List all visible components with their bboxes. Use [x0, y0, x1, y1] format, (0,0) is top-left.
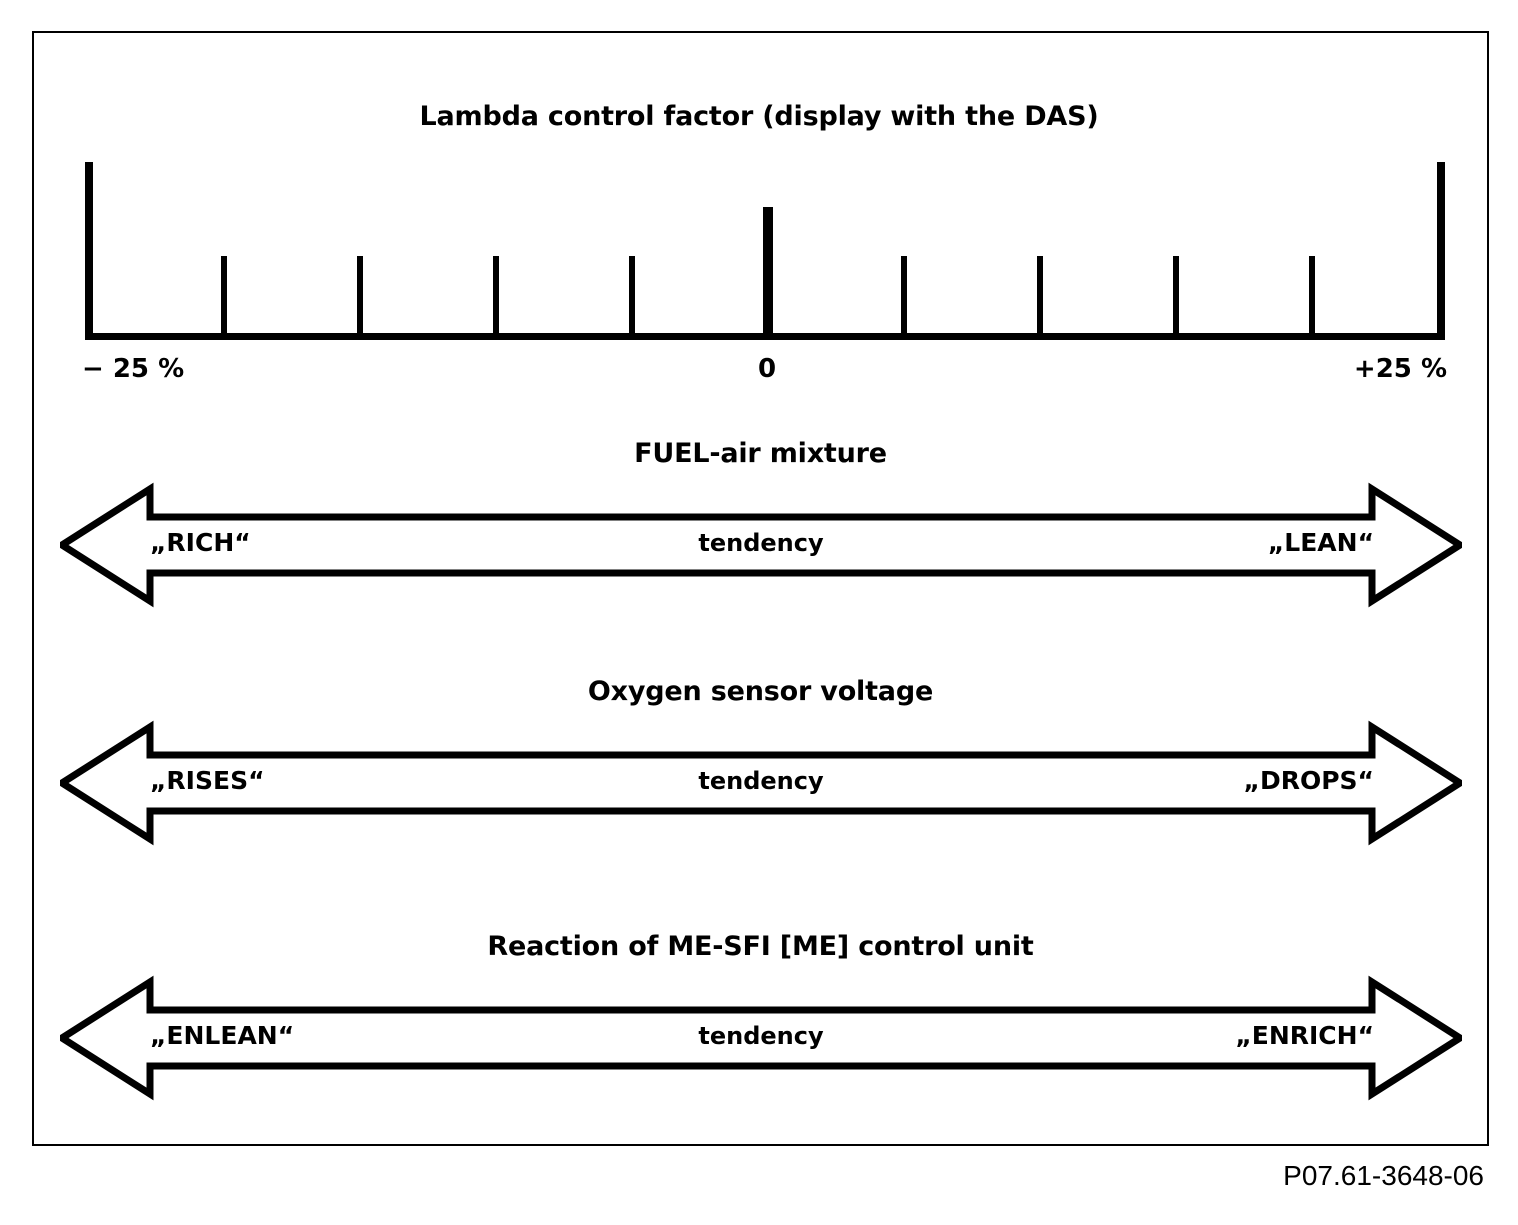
- label-fuel-left: „RICH“: [150, 528, 251, 557]
- scale-tick-9: [1309, 256, 1315, 340]
- label-oxygen-center: tendency: [698, 767, 824, 795]
- label-fuel-center: tendency: [698, 529, 824, 557]
- double-arrow-oxygen: „RISES“ tendency „DROPS“: [60, 717, 1462, 850]
- scale-tick-2: [357, 256, 363, 340]
- scale-tick-4: [629, 256, 635, 340]
- scale-label-min: − 25 %: [82, 354, 185, 384]
- scale-label-max: +25 %: [1353, 354, 1447, 384]
- scale-tick-3: [493, 256, 499, 340]
- double-headed-arrow-icon: [60, 720, 1462, 846]
- scale-tick-8: [1173, 256, 1179, 340]
- label-oxygen-right: „DROPS“: [1243, 766, 1374, 795]
- scale-tick-5-center: [763, 207, 773, 340]
- double-arrow-fuel: „RICH“ tendency „LEAN“: [60, 479, 1462, 612]
- label-reaction-right: „ENRICH“: [1235, 1021, 1374, 1050]
- double-headed-arrow-icon: [60, 482, 1462, 608]
- lambda-scale: [85, 160, 1445, 340]
- scale-label-zero: 0: [757, 354, 777, 384]
- row-title-oxygen-sensor-voltage: Oxygen sensor voltage: [587, 676, 934, 707]
- label-fuel-right: „LEAN“: [1267, 528, 1374, 557]
- label-oxygen-left: „RISES“: [150, 766, 265, 795]
- double-headed-arrow-icon: [60, 975, 1462, 1101]
- scale-title: Lambda control factor (display with the …: [419, 101, 1099, 132]
- scale-tick-10: [1437, 162, 1445, 340]
- label-reaction-left: „ENLEAN“: [150, 1021, 295, 1050]
- row-title-fuel-air-mixture: FUEL-air mixture: [634, 438, 887, 469]
- figure-border: [32, 31, 1489, 1146]
- row-reaction-me-sfi: Reaction of ME-SFI [ME] control unit „EN…: [32, 930, 1489, 1105]
- scale-tick-6: [901, 256, 907, 340]
- scale-tick-1: [221, 256, 227, 340]
- scale-tick-0: [85, 162, 93, 340]
- scale-tick-7: [1037, 256, 1043, 340]
- scale-tick-labels: − 25 % 0 +25 %: [32, 352, 1489, 392]
- row-fuel-air-mixture: FUEL-air mixture „RICH“ tendency „LEAN“: [32, 437, 1489, 612]
- row-title-reaction-me-sfi: Reaction of ME-SFI [ME] control unit: [487, 931, 1034, 962]
- figure-id-label: P07.61-3648-06: [1283, 1160, 1484, 1191]
- label-reaction-center: tendency: [698, 1022, 824, 1050]
- double-arrow-reaction: „ENLEAN“ tendency „ENRICH“: [60, 972, 1462, 1105]
- row-oxygen-sensor-voltage: Oxygen sensor voltage „RISES“ tendency „…: [32, 675, 1489, 850]
